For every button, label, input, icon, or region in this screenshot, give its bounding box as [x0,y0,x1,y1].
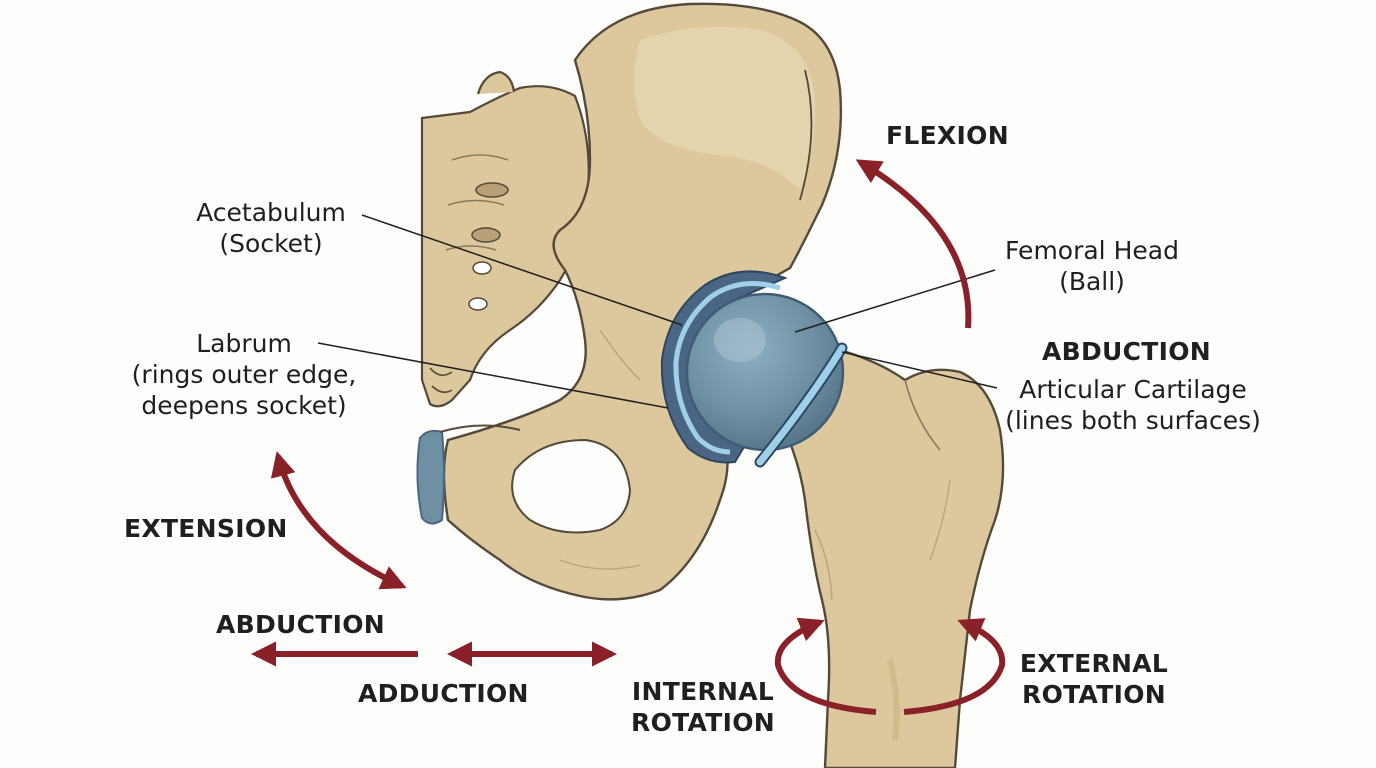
external-rotation-line2: ROTATION [1018,679,1170,710]
femoral-head-label: Femoral Head (Ball) [990,235,1194,297]
labrum-title: Labrum [124,328,364,359]
acetabulum-label: Acetabulum (Socket) [180,197,362,259]
labrum-subtitle-2: deepens socket) [124,390,364,421]
acetabulum-title: Acetabulum [180,197,362,228]
femoral-head [687,294,843,450]
labrum-subtitle-1: (rings outer edge, [124,359,364,390]
external-rotation-label: EXTERNAL ROTATION [1018,648,1170,710]
extension-label: EXTENSION [124,513,288,544]
labrum-label: Labrum (rings outer edge, deepens socket… [124,328,364,421]
extension-arrow [278,456,402,586]
articular-cartilage-title: Articular Cartilage [1000,374,1266,405]
femoral-head-title: Femoral Head [990,235,1194,266]
internal-rotation-line2: ROTATION [628,707,778,738]
flexion-arrow [860,162,968,328]
abduction-right-label: ABDUCTION [1042,336,1211,367]
internal-rotation-label: INTERNAL ROTATION [628,676,778,738]
flexion-label: FLEXION [886,120,1009,151]
articular-cartilage-subtitle: (lines both surfaces) [1000,405,1266,436]
articular-cartilage-label: Articular Cartilage (lines both surfaces… [1000,374,1266,436]
internal-rotation-line1: INTERNAL [628,676,778,707]
acetabulum-subtitle: (Socket) [180,228,362,259]
adduction-label: ADDUCTION [358,678,529,709]
external-rotation-line1: EXTERNAL [1018,648,1170,679]
femoral-head-subtitle: (Ball) [990,266,1194,297]
abduction-left-label: ABDUCTION [216,609,385,640]
